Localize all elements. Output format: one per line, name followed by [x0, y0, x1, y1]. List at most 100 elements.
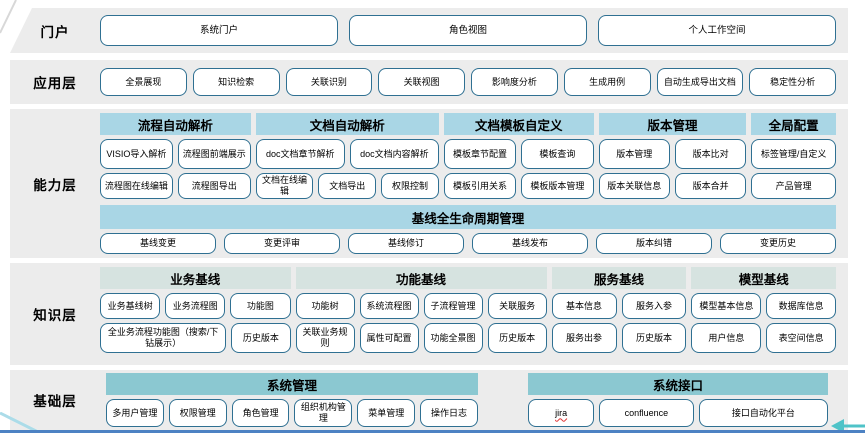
- module-button[interactable]: 接口自动化平台: [698, 399, 828, 427]
- module-button[interactable]: 关联视图: [378, 68, 465, 96]
- button-row: 版本关联信息版本合并: [598, 173, 747, 199]
- module-button[interactable]: 版本比对: [674, 139, 747, 169]
- module-button[interactable]: 模板引用关系: [443, 173, 517, 199]
- button-row: 多用户管理权限管理角色管理组织机构管理菜单管理操作日志: [106, 399, 478, 427]
- module-button[interactable]: 系统门户: [100, 15, 338, 46]
- module-button[interactable]: 多用户管理: [106, 399, 164, 427]
- module-button[interactable]: 角色管理: [231, 399, 290, 427]
- module-button[interactable]: 业务基线树: [100, 293, 161, 319]
- module-button[interactable]: 模板查询: [521, 139, 594, 169]
- module-button[interactable]: 权限控制: [381, 173, 439, 199]
- module-button[interactable]: 权限管理: [168, 399, 227, 427]
- module-button[interactable]: 模板章节配置: [443, 139, 517, 169]
- module-group-model-baseline: 模型基线模型基本信息数据库信息用户信息表空间信息: [691, 267, 837, 361]
- module-button[interactable]: 业务流程图: [165, 293, 226, 319]
- module-button[interactable]: 全景展现: [100, 68, 187, 96]
- button-row: 服务出参历史版本: [551, 323, 687, 353]
- layer-content: 系统门户角色视图个人工作空间: [100, 8, 848, 53]
- module-button[interactable]: 子流程管理: [423, 293, 483, 319]
- group-header: 业务基线: [100, 267, 291, 289]
- module-button[interactable]: VISIO导入解析: [100, 139, 173, 169]
- module-button[interactable]: doc文档章节解析: [255, 139, 345, 169]
- button-row: 用户信息表空间信息: [691, 323, 837, 353]
- module-button[interactable]: 基线变更: [100, 233, 216, 254]
- module-button[interactable]: 全业务流程功能图（搜索/下钻展示）: [100, 323, 227, 353]
- group-header: 版本管理: [598, 113, 747, 135]
- module-button[interactable]: 版本纠错: [596, 233, 712, 254]
- module-group-business-baseline: 业务基线业务基线树业务流程图功能图全业务流程功能图（搜索/下钻展示）历史版本: [100, 267, 291, 361]
- module-button[interactable]: 关联业务规则: [295, 323, 355, 353]
- module-button[interactable]: 功能全景图: [423, 323, 483, 353]
- layer-band-knowledge: 知识层业务基线业务基线树业务流程图功能图全业务流程功能图（搜索/下钻展示）历史版…: [10, 263, 848, 365]
- module-button[interactable]: 角色视图: [349, 15, 587, 46]
- button-row: 全景展现知识检索关联识别关联视图影响度分析生成用例自动生成导出文档稳定性分析: [100, 68, 836, 96]
- module-button[interactable]: 模型基本信息: [691, 293, 762, 319]
- button-row: 模型基本信息数据库信息: [691, 293, 837, 319]
- button-row: 版本管理版本比对: [598, 139, 747, 169]
- module-button[interactable]: 表空间信息: [766, 323, 837, 353]
- group-header: 系统接口: [528, 373, 828, 395]
- module-button[interactable]: 模板版本管理: [521, 173, 594, 199]
- module-button[interactable]: 版本合并: [674, 173, 747, 199]
- module-button[interactable]: 生成用例: [563, 68, 651, 96]
- group-header: 文档模板自定义: [443, 113, 594, 135]
- module-button[interactable]: 数据库信息: [766, 293, 837, 319]
- group-header: 功能基线: [295, 267, 547, 289]
- module-button[interactable]: 稳定性分析: [749, 68, 836, 96]
- group-row: 业务基线业务基线树业务流程图功能图全业务流程功能图（搜索/下钻展示）历史版本功能…: [100, 267, 837, 361]
- module-button[interactable]: 变更评审: [224, 233, 340, 254]
- module-button[interactable]: 产品管理: [751, 173, 837, 199]
- module-button[interactable]: 服务出参: [551, 323, 617, 353]
- group-header: 文档自动解析: [255, 113, 439, 135]
- module-button[interactable]: 影响度分析: [471, 68, 558, 96]
- module-button[interactable]: 服务入参: [621, 293, 687, 319]
- module-button[interactable]: doc文档内容解析: [349, 139, 439, 169]
- module-button[interactable]: 标签管理/自定义: [751, 139, 837, 169]
- module-button[interactable]: 流程图在线编辑: [100, 173, 173, 199]
- module-button[interactable]: 历史版本: [621, 323, 687, 353]
- layer-band-application: 应用层 全景展现知识检索关联识别关联视图影响度分析生成用例自动生成导出文档稳定性分…: [10, 60, 848, 104]
- layer-content: 全景展现知识检索关联识别关联视图影响度分析生成用例自动生成导出文档稳定性分析: [100, 60, 848, 104]
- module-button[interactable]: 个人工作空间: [598, 15, 836, 46]
- module-button[interactable]: 菜单管理: [357, 399, 416, 427]
- module-button[interactable]: 知识检索: [192, 68, 280, 96]
- module-button[interactable]: 系统流程图: [359, 293, 419, 319]
- module-button[interactable]: 基本信息: [551, 293, 617, 319]
- module-button[interactable]: 基线发布: [472, 233, 588, 254]
- group-header: 全局配置: [751, 113, 837, 135]
- module-button[interactable]: confluence: [599, 399, 694, 427]
- module-button[interactable]: 历史版本: [487, 323, 547, 353]
- layer-label: 应用层: [33, 76, 77, 91]
- module-button[interactable]: 基线修订: [348, 233, 464, 254]
- module-button[interactable]: 流程图前端展示: [177, 139, 251, 169]
- module-button[interactable]: 自动生成导出文档: [656, 68, 744, 96]
- module-button[interactable]: 版本关联信息: [598, 173, 670, 199]
- module-button[interactable]: 功能树: [295, 293, 355, 319]
- module-button[interactable]: 版本管理: [598, 139, 670, 169]
- module-button[interactable]: 关联服务: [487, 293, 547, 319]
- button-row: 基线变更变更评审基线修订基线发布版本纠错变更历史: [100, 233, 836, 254]
- module-button[interactable]: 组织机构管理: [294, 399, 353, 427]
- module-button[interactable]: jira: [528, 399, 595, 427]
- module-group-doc-template-custom: 文档模板自定义模板章节配置模板查询模板引用关系模板版本管理: [443, 113, 594, 199]
- layer-label: 基础层: [33, 394, 77, 409]
- button-row: 模板引用关系模板版本管理: [443, 173, 594, 199]
- module-button[interactable]: 功能图: [230, 293, 291, 319]
- layer-band-portal: 门户系统门户角色视图个人工作空间: [10, 8, 848, 53]
- module-button[interactable]: 变更历史: [720, 233, 836, 254]
- module-group-service-baseline: 服务基线基本信息服务入参服务出参历史版本: [551, 267, 687, 361]
- module-button[interactable]: 关联识别: [285, 68, 373, 96]
- module-button[interactable]: 流程图导出: [177, 173, 251, 199]
- module-group-function-baseline: 功能基线功能树系统流程图子流程管理关联服务关联业务规则属性可配置功能全景图历史版…: [295, 267, 547, 361]
- module-button[interactable]: 文档导出: [318, 173, 377, 199]
- module-button[interactable]: 操作日志: [420, 399, 478, 427]
- module-button[interactable]: 用户信息: [691, 323, 762, 353]
- module-button[interactable]: 历史版本: [231, 323, 291, 353]
- module-button[interactable]: 属性可配置: [359, 323, 419, 353]
- module-button[interactable]: 文档在线编辑: [255, 173, 314, 199]
